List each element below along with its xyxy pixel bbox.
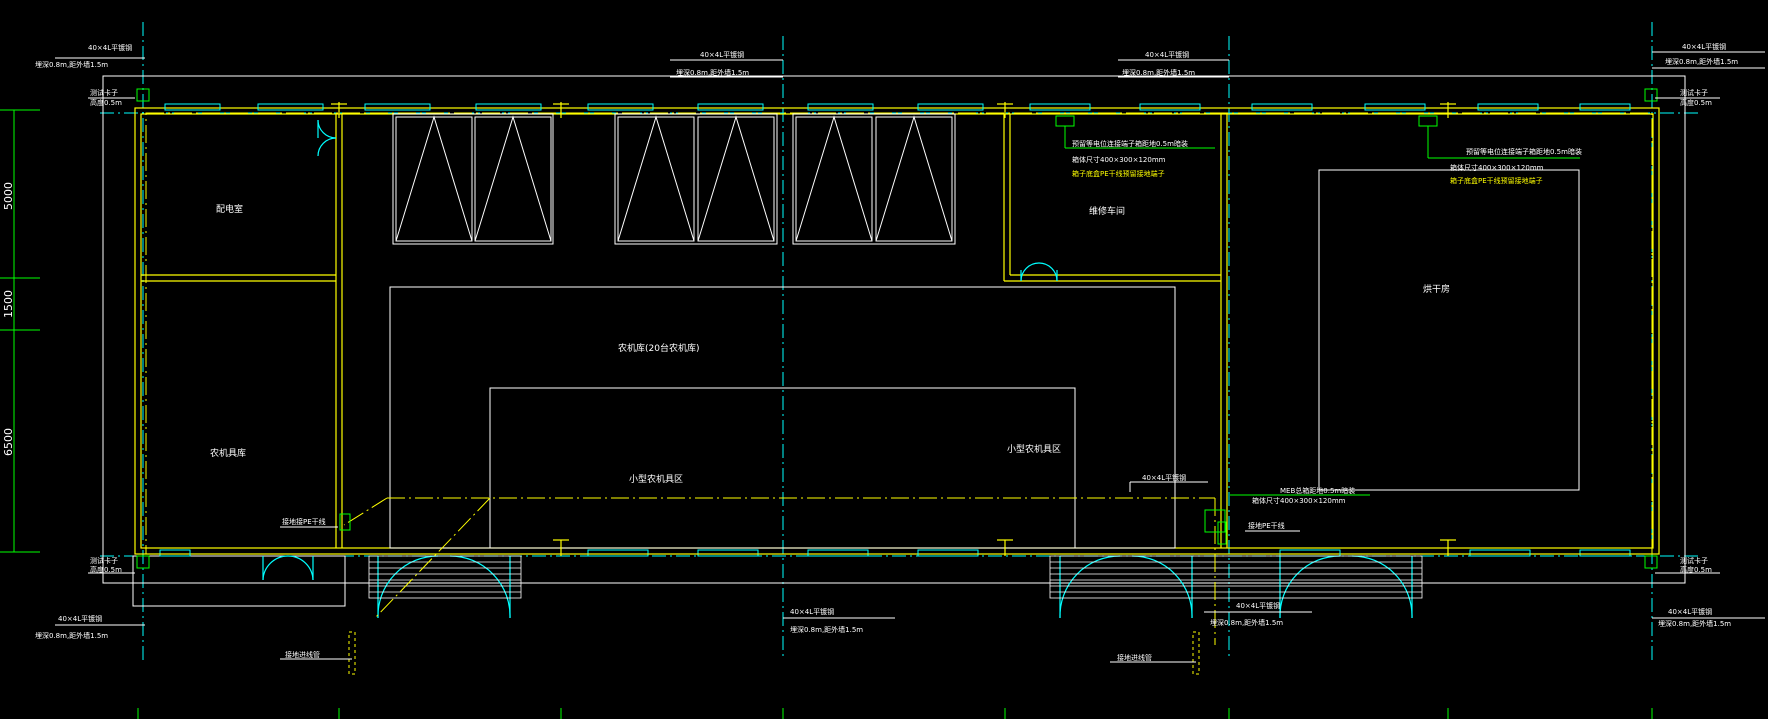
label-machinery-shed: 农机库(20台农机库)	[618, 342, 699, 354]
ground-rod-label-t2: 40×4L平镀钢	[1145, 50, 1189, 59]
maintenance-box-line-3: 箱子底盒PE干线预留接地端子	[1072, 169, 1165, 178]
ground-rod-label-b2: 40×4L平镀钢	[1236, 601, 1280, 610]
dimension-1500: 1500	[2, 290, 15, 318]
ground-spec-label-b1: 埋深0.8m,距外墙1.5m	[790, 625, 863, 634]
test-point-label-br: 测试卡子	[1680, 556, 1708, 565]
ground-spec-label-tr: 埋深0.8m,距外墙1.5m	[1665, 57, 1738, 66]
test-height-label-bl: 高度0.5m	[90, 565, 122, 574]
ground-rod-label-tr: 40×4L平镀钢	[1682, 42, 1726, 51]
entrance-platform-left	[132, 555, 346, 607]
ground-points	[136, 88, 1658, 569]
label-storage-room: 农机具库	[210, 447, 246, 459]
label-distribution-room: 配电室	[216, 203, 243, 215]
test-height-label-br: 高度0.5m	[1680, 565, 1712, 574]
label-drying-room: 烘干房	[1423, 283, 1450, 295]
test-height-label-tr: 高度0.5m	[1680, 98, 1712, 107]
walls	[134, 107, 1660, 555]
entry-pipe-right-label: 接地进线管	[1117, 653, 1152, 662]
outer-boundary	[102, 75, 1686, 584]
annotations: 40×4L平镀钢 埋深0.8m,距外墙1.5m 40×4L平镀钢 埋深0.8m,…	[35, 42, 1738, 662]
windows-bottom	[159, 549, 1631, 557]
dimension-labels: 5000 1500 6500	[2, 182, 15, 456]
ground-rod-label-t1: 40×4L平镀钢	[700, 50, 744, 59]
dimension-lines	[0, 109, 40, 553]
room-labels: 配电室 农机具库 维修车间 烘干房 农机库(20台农机库) 小型农机具区 小型农…	[210, 203, 1450, 485]
dimension-5000: 5000	[2, 182, 15, 210]
meb-box-line-1: MEB总箱距地0.5m暗装	[1280, 486, 1355, 495]
ground-rods	[331, 102, 1456, 556]
ground-spec-label-bl: 埋深0.8m,距外墙1.5m	[35, 631, 108, 640]
pe-meb-line-label: 接地PE干线	[1248, 521, 1285, 530]
meb-box-line-2: 箱体尺寸400×300×120mm	[1252, 496, 1346, 505]
test-height-label-tl: 高度0.5m	[90, 98, 122, 107]
ground-rod-label-meb: 40×4L平镀钢	[1142, 473, 1186, 482]
label-small-machinery-1: 小型农机具区	[629, 473, 683, 485]
drying-box-line-2: 箱体尺寸400×300×120mm	[1450, 163, 1544, 172]
ramps	[368, 555, 1423, 599]
ground-ring	[145, 112, 1653, 645]
drying-box-line-1: 预留等电位连接端子箱距地0.5m暗装	[1466, 147, 1582, 156]
ground-rod-label-bl: 40×4L平镀钢	[58, 614, 102, 623]
entry-pipe-left-label: 接地进线管	[285, 650, 320, 659]
doors	[262, 119, 1413, 619]
ground-spec-label-t1: 埋深0.8m,距外墙1.5m	[676, 68, 749, 77]
ground-rod-label-tl: 40×4L平镀钢	[88, 43, 132, 52]
test-point-label-tl: 测试卡子	[90, 88, 118, 97]
maintenance-box-line-2: 箱体尺寸400×300×120mm	[1072, 155, 1166, 164]
pe-dry-line-label: 接地接PE干线	[282, 517, 326, 526]
maintenance-box-line-1: 预留等电位连接端子箱距地0.5m暗装	[1072, 139, 1188, 148]
ground-rod-label-b1: 40×4L平镀钢	[790, 607, 834, 616]
area-outlines	[389, 169, 1580, 549]
leader-lines	[55, 51, 1765, 663]
test-point-label-bl: 测试卡子	[90, 556, 118, 565]
label-maintenance-room: 维修车间	[1089, 205, 1125, 217]
pipe-stubs	[348, 631, 1200, 675]
shutter-bays	[392, 113, 956, 245]
drying-box-line-3: 箱子底盒PE干线预留接地端子	[1450, 176, 1543, 185]
axis-lines	[100, 22, 1700, 660]
ground-spec-label-t2: 埋深0.8m,距外墙1.5m	[1122, 68, 1195, 77]
ground-spec-label-tl: 埋深0.8m,距外墙1.5m	[35, 60, 108, 69]
test-point-label-tr: 测试卡子	[1680, 88, 1708, 97]
axis-ticks	[137, 708, 1653, 719]
ground-spec-label-br: 埋深0.8m,距外墙1.5m	[1658, 619, 1731, 628]
windows-top	[164, 103, 1631, 111]
ground-rod-label-br: 40×4L平镀钢	[1668, 607, 1712, 616]
dimension-6500: 6500	[2, 428, 15, 456]
ground-spec-label-b2: 埋深0.8m,距外墙1.5m	[1210, 618, 1283, 627]
label-small-machinery-2: 小型农机具区	[1007, 443, 1061, 455]
